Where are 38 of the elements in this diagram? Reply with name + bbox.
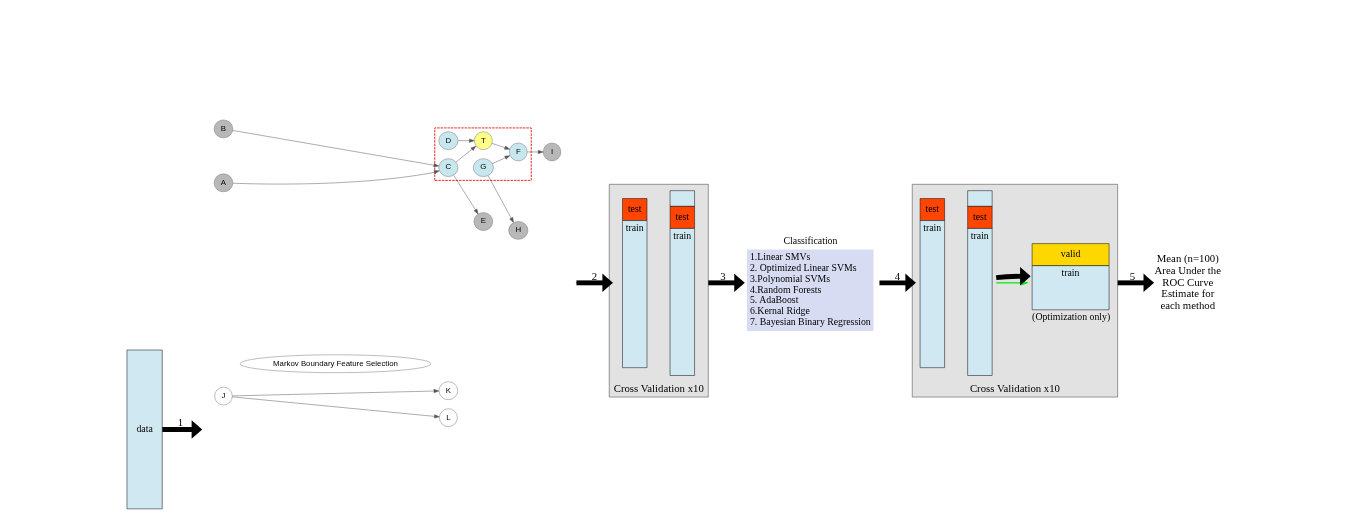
- arrow: [487, 175, 514, 223]
- edge-label: 2: [591, 269, 598, 282]
- arrow: [232, 396, 440, 419]
- node-circle: J: [214, 386, 233, 406]
- edge-label: 1: [177, 416, 184, 429]
- node-box: data: [126, 349, 163, 510]
- edge-label: 4: [894, 269, 901, 282]
- node-circle: D: [438, 131, 459, 150]
- node-label: (Optimization only): [1032, 310, 1111, 322]
- edge-label: 3: [720, 269, 726, 282]
- node-ellipse: G: [473, 158, 494, 177]
- node-circle: L: [439, 408, 458, 427]
- arrow: [708, 273, 745, 293]
- arrow: [527, 150, 544, 154]
- node-circle: F: [509, 142, 528, 162]
- node-ellipse: Markov Boundary Feature Selection: [239, 354, 432, 373]
- arrow: [492, 155, 511, 164]
- arrow: [232, 170, 440, 185]
- node-circle: T: [474, 131, 493, 150]
- arrow: [879, 273, 916, 293]
- node-circle: K: [438, 381, 459, 400]
- node-box: 1.Linear SMVs 2. Optimized Linear SVMs 3.Polynomial SVMs 4.Random Forests 5. AdaBoost 6.Kernal Ridge 7. Bayesian Binary Regression: [747, 249, 874, 331]
- arrow: [232, 130, 440, 168]
- arrow: [453, 175, 479, 215]
- edge-label: 5: [1129, 269, 1136, 282]
- node-text: Mean (n=100) Area Under the ROC Curve Estimate for each method: [1154, 252, 1221, 312]
- node-circle: B: [213, 119, 234, 139]
- node-circle: C: [438, 158, 459, 177]
- node-circle: H: [508, 221, 529, 240]
- arrow: [232, 389, 440, 397]
- arrow: [457, 138, 475, 143]
- arrow: [455, 145, 477, 163]
- node-circle: I: [542, 142, 562, 162]
- arrow: [1117, 273, 1155, 293]
- node-label: Classification: [783, 234, 838, 246]
- node-circle: E: [473, 212, 493, 231]
- node-circle: A: [213, 173, 234, 193]
- arrow: [491, 143, 510, 150]
